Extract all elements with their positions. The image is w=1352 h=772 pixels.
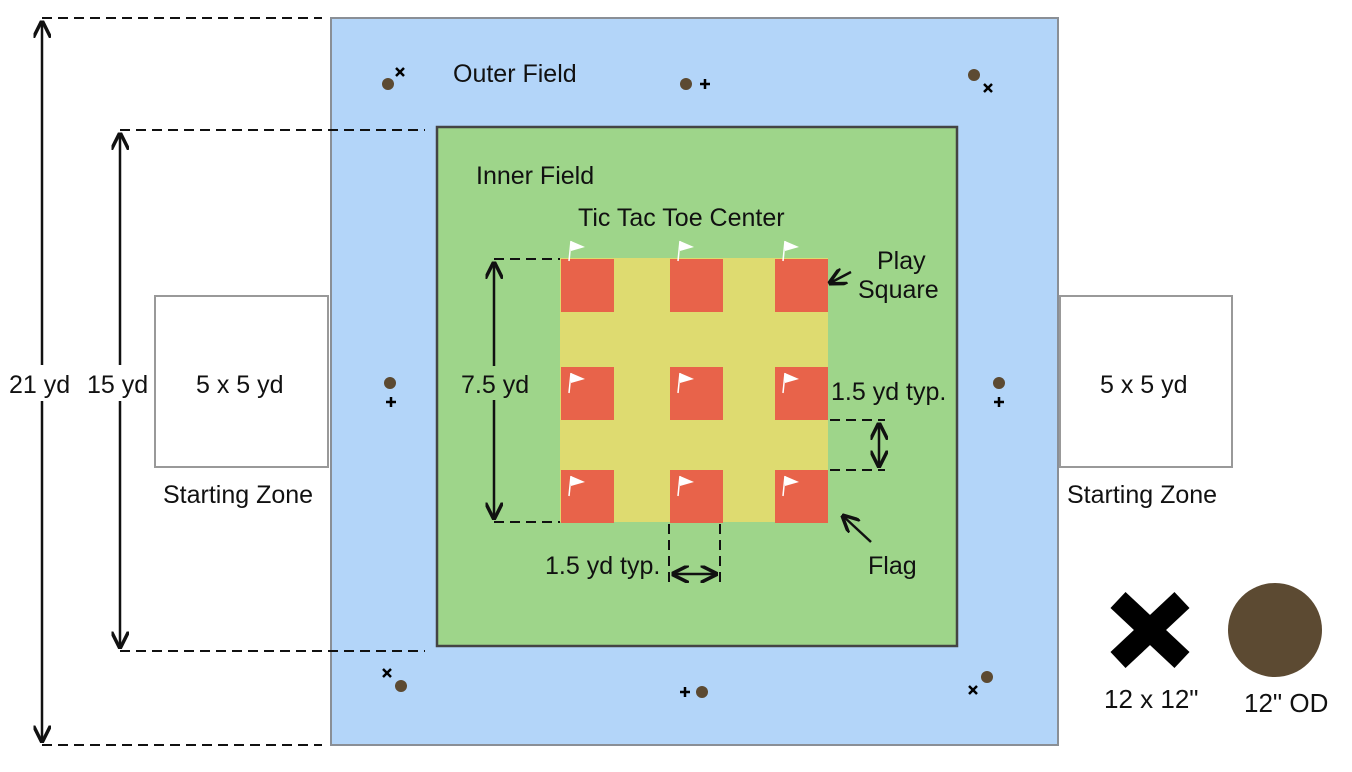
- legend: 12 x 12" 12" OD: [1104, 583, 1328, 718]
- x-marker-icon: [983, 83, 993, 93]
- flag-arrow: [843, 516, 872, 543]
- field-marker: [993, 377, 1005, 407]
- flag-icon: [782, 475, 799, 497]
- field-marker: [968, 671, 993, 695]
- x-marker-legend-label: 12 x 12": [1104, 684, 1199, 714]
- dimension-15yd-label: 15 yd: [87, 371, 148, 399]
- play-square-label-2: Square: [858, 276, 939, 304]
- flag-icon: [568, 240, 585, 262]
- dimension-7-5yd: [458, 258, 560, 523]
- circle-marker-icon: [382, 78, 394, 90]
- field-markers: [382, 67, 1005, 698]
- starting-zone-right-label: Starting Zone: [1067, 481, 1217, 509]
- circle-marker-icon: [993, 377, 1005, 389]
- field-marker: [382, 668, 407, 692]
- inner-field-label: Inner Field: [476, 162, 594, 190]
- zone-size-left: 5 x 5 yd: [196, 371, 284, 399]
- zone-size-right: 5 x 5 yd: [1100, 371, 1188, 399]
- dimension-gap-horizontal: [668, 524, 721, 582]
- play-square: [561, 240, 614, 312]
- plus-marker-icon: [680, 687, 690, 697]
- field-marker: [384, 377, 396, 407]
- x-marker-legend-icon: [1110, 591, 1190, 669]
- field-marker: [680, 686, 708, 698]
- flag-icon: [782, 372, 799, 394]
- play-square: [670, 470, 723, 523]
- play-square: [775, 240, 828, 312]
- gap-vertical-label: 1.5 yd typ.: [831, 378, 946, 406]
- flag-icon: [568, 372, 585, 394]
- x-marker-icon: [382, 668, 392, 678]
- starting-zone-right: [1059, 295, 1233, 468]
- circle-marker-icon: [384, 377, 396, 389]
- flag-icon: [677, 240, 694, 262]
- field-marker: [680, 78, 710, 90]
- plus-marker-icon: [700, 79, 710, 89]
- flag-icon: [568, 475, 585, 497]
- starting-zone-left-label: Starting Zone: [163, 481, 313, 509]
- dimension-21yd-label: 21 yd: [9, 371, 70, 399]
- x-marker-icon: [968, 685, 978, 695]
- play-square: [775, 367, 828, 420]
- circle-marker-icon: [696, 686, 708, 698]
- outer-field-label: Outer Field: [453, 60, 577, 88]
- plus-marker-icon: [994, 397, 1004, 407]
- field-marker: [382, 67, 405, 90]
- dimension-21yd: [6, 17, 322, 746]
- circle-marker-icon: [680, 78, 692, 90]
- gap-horizontal-label: 1.5 yd typ.: [545, 552, 660, 580]
- flag-icon: [677, 475, 694, 497]
- circle-marker-legend-label: 12" OD: [1244, 688, 1328, 718]
- play-square: [775, 470, 828, 523]
- flag-icon: [677, 372, 694, 394]
- flag-icon: [782, 240, 799, 262]
- play-square: [561, 470, 614, 523]
- field-marker: [968, 69, 993, 93]
- x-marker-icon: [395, 67, 405, 77]
- center-label: Tic Tac Toe Center: [578, 204, 785, 232]
- dimension-7-5yd-label: 7.5 yd: [461, 371, 529, 399]
- play-square: [561, 367, 614, 420]
- dimension-15yd: [84, 129, 425, 652]
- play-square-label-1: Play: [877, 247, 926, 275]
- flag-label: Flag: [868, 552, 917, 580]
- play-square: [670, 240, 723, 312]
- play-square: [670, 367, 723, 420]
- circle-marker-icon: [395, 680, 407, 692]
- plus-marker-icon: [386, 397, 396, 407]
- circle-marker-icon: [968, 69, 980, 81]
- play-squares: [561, 240, 828, 523]
- play-square-arrow: [830, 272, 852, 283]
- starting-zone-left: [154, 295, 329, 468]
- circle-marker-icon: [981, 671, 993, 683]
- dimension-gap-vertical: [830, 419, 885, 471]
- circle-marker-legend-icon: [1228, 583, 1322, 677]
